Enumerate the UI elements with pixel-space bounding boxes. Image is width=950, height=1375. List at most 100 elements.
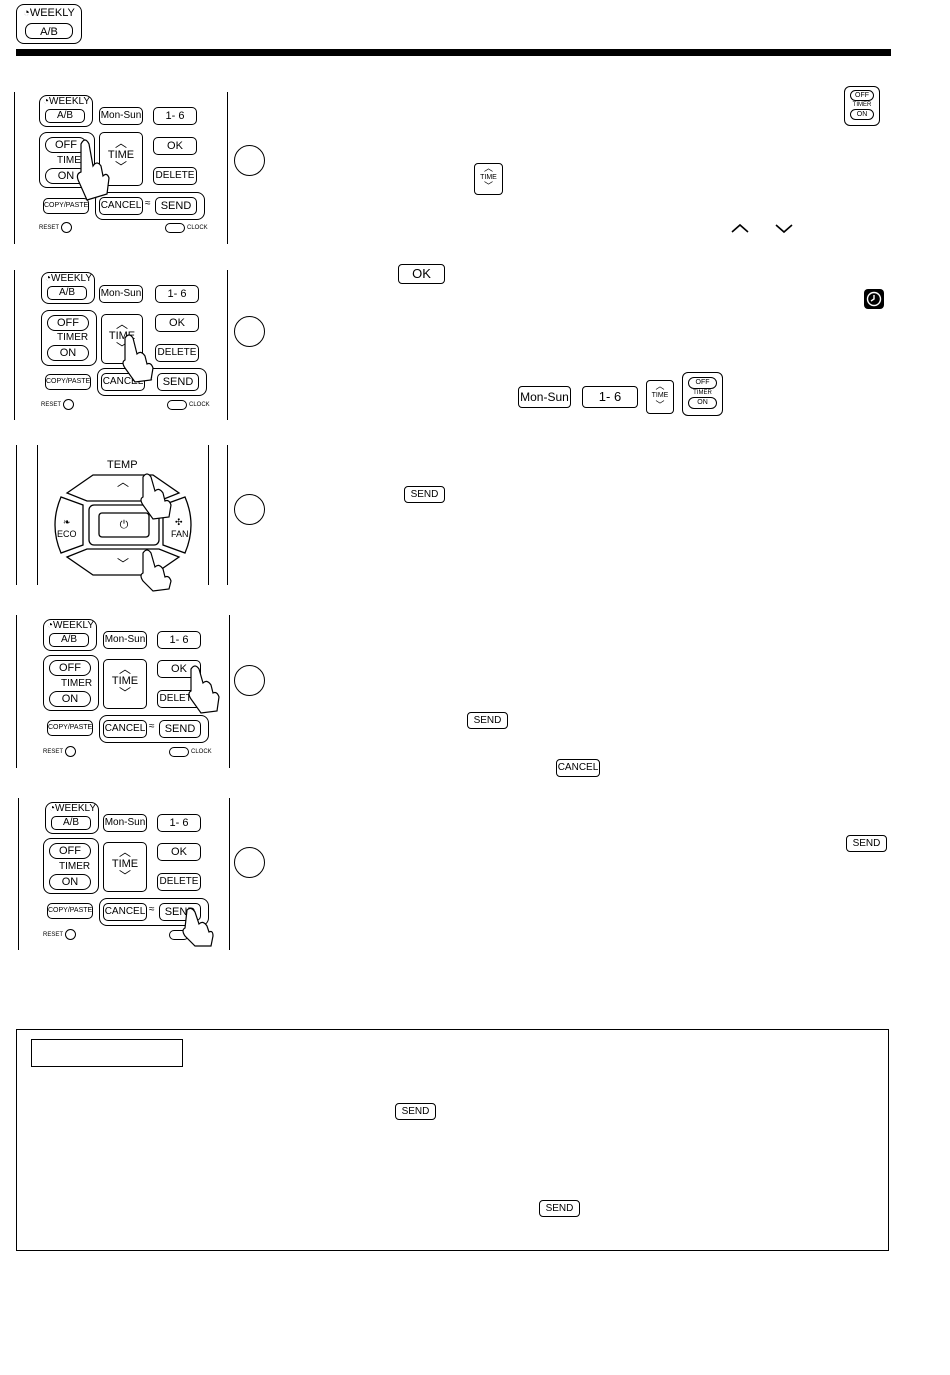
hand-pointer-icon xyxy=(76,139,110,201)
reset-button[interactable] xyxy=(65,929,76,940)
send-button[interactable]: SEND xyxy=(157,373,199,391)
one-six-button[interactable]: 1- 6 xyxy=(157,814,201,832)
timer-label: TIMER xyxy=(59,861,91,872)
chevron-down-icon: ﹀ xyxy=(118,869,131,883)
cancel-button[interactable]: CANCEL xyxy=(103,903,147,921)
copy-paste-button[interactable]: COPY/PASTE xyxy=(47,903,93,919)
timer-group xyxy=(39,132,95,188)
step-circle-5 xyxy=(234,847,265,878)
clock-icon: ◔ xyxy=(43,96,50,107)
delete-button[interactable]: DELETE xyxy=(153,167,197,185)
time-label: TIME xyxy=(111,675,139,687)
copy-paste-button[interactable]: COPY/PASTE xyxy=(47,720,93,736)
ok-button[interactable]: OK xyxy=(157,843,201,861)
mon-sun-button[interactable]: Mon-Sun xyxy=(99,285,143,303)
ab-button[interactable]: A/B xyxy=(47,286,87,300)
chevron-up-icon: ︿ xyxy=(118,662,131,676)
send-group xyxy=(99,715,209,743)
reset-button[interactable] xyxy=(65,746,76,757)
send-group xyxy=(95,192,205,220)
time-label: TIME xyxy=(107,149,135,161)
inline-mon-sun-button: Mon-Sun xyxy=(518,386,571,408)
clock-button[interactable] xyxy=(167,400,187,410)
chevron-up-icon: ︿ xyxy=(655,381,665,391)
hand-pointer-icon xyxy=(140,473,172,520)
timer-group xyxy=(41,310,97,366)
ok-button[interactable]: OK xyxy=(157,660,201,678)
send-button[interactable]: SEND xyxy=(159,720,201,738)
clock-label: CLOCK xyxy=(189,402,210,408)
weekly-ab-header-badge: ◔WEEKLY A/B xyxy=(16,4,82,44)
step-circle-1 xyxy=(234,145,265,176)
one-six-button[interactable]: 1- 6 xyxy=(155,285,199,303)
off-button[interactable]: OFF xyxy=(47,315,89,331)
inline-ok-button: OK xyxy=(398,264,445,284)
temp-up-button[interactable]: ︿ xyxy=(116,475,129,489)
note-label-box xyxy=(31,1039,183,1067)
chevron-down-icon: ﹀ xyxy=(483,181,493,191)
eco-leaf-icon: ❧ xyxy=(63,517,71,527)
clock-label: CLOCK xyxy=(187,225,208,231)
temp-label: TEMP xyxy=(107,459,138,471)
send-button[interactable]: SEND xyxy=(155,197,197,215)
chevron-up-icon: ︿ xyxy=(118,845,131,859)
delete-button[interactable]: DELETE xyxy=(155,344,199,362)
wifi-icon: ≈ xyxy=(149,904,155,915)
ab-button[interactable]: A/B xyxy=(49,633,89,647)
weekly-label: WEEKLY xyxy=(51,273,92,284)
inline-time-button: ︿ TIME ﹀ xyxy=(474,163,503,195)
temp-down-button[interactable]: ﹀ xyxy=(116,557,129,571)
on-button[interactable]: ON xyxy=(47,345,89,361)
ab-button[interactable]: A/B xyxy=(45,109,85,123)
clock-button[interactable] xyxy=(165,223,185,233)
power-icon: ⏻ xyxy=(119,519,129,531)
chevron-down-icon xyxy=(775,224,793,234)
ok-button[interactable]: OK xyxy=(155,314,199,332)
note-box xyxy=(16,1029,889,1251)
inline-on-label: ON xyxy=(850,109,874,120)
clock-icon: ◔ xyxy=(23,7,30,19)
ab-button[interactable]: A/B xyxy=(51,816,91,830)
copy-paste-button[interactable]: COPY/PASTE xyxy=(45,374,91,390)
cancel-button[interactable]: CANCEL xyxy=(99,197,143,215)
chevron-up-icon: ︿ xyxy=(115,317,128,331)
step-circle-2 xyxy=(234,316,265,347)
time-button[interactable]: ︿ TIME ﹀ xyxy=(103,842,147,892)
reset-label: RESET xyxy=(41,402,62,408)
one-six-button[interactable]: 1- 6 xyxy=(153,107,197,125)
cancel-button[interactable]: CANCEL xyxy=(103,720,147,738)
reset-button[interactable] xyxy=(61,222,72,233)
ok-button[interactable]: OK xyxy=(153,137,197,155)
on-button[interactable]: ON xyxy=(49,691,91,707)
clock-button[interactable] xyxy=(169,747,189,757)
wifi-icon: ≈ xyxy=(149,721,155,732)
reset-label: RESET xyxy=(39,225,60,231)
mon-sun-button[interactable]: Mon-Sun xyxy=(103,814,147,832)
reset-label: RESET xyxy=(43,749,64,755)
inline-send-button: SEND xyxy=(846,835,887,852)
clock-icon xyxy=(864,289,884,309)
chevron-up-icon: ︿ xyxy=(483,163,493,173)
timer-label: TIMER xyxy=(57,155,89,166)
reset-button[interactable] xyxy=(63,399,74,410)
hand-pointer-icon xyxy=(182,907,214,947)
timer-label: TIMER xyxy=(57,332,89,343)
copy-paste-button[interactable]: COPY/PASTE xyxy=(43,198,89,214)
hand-pointer-icon xyxy=(140,549,172,592)
delete-button[interactable]: DELETE xyxy=(157,873,201,891)
note-send-button-1: SEND xyxy=(395,1103,436,1120)
off-button[interactable]: OFF xyxy=(49,843,91,859)
weekly-group xyxy=(41,272,95,304)
inline-on-label: ON xyxy=(688,397,717,409)
on-button[interactable]: ON xyxy=(49,874,91,890)
off-button[interactable]: OFF xyxy=(49,660,91,676)
mon-sun-button[interactable]: Mon-Sun xyxy=(103,631,147,649)
hand-pointer-icon xyxy=(188,665,220,714)
power-button[interactable]: ⏻ xyxy=(99,513,149,537)
one-six-button[interactable]: 1- 6 xyxy=(157,631,201,649)
weekly-group xyxy=(43,619,97,651)
inline-one-six-button: 1- 6 xyxy=(582,386,638,408)
mon-sun-button[interactable]: Mon-Sun xyxy=(99,107,143,125)
time-button[interactable]: ︿ TIME ﹀ xyxy=(103,659,147,709)
wifi-icon: ≈ xyxy=(145,198,151,209)
